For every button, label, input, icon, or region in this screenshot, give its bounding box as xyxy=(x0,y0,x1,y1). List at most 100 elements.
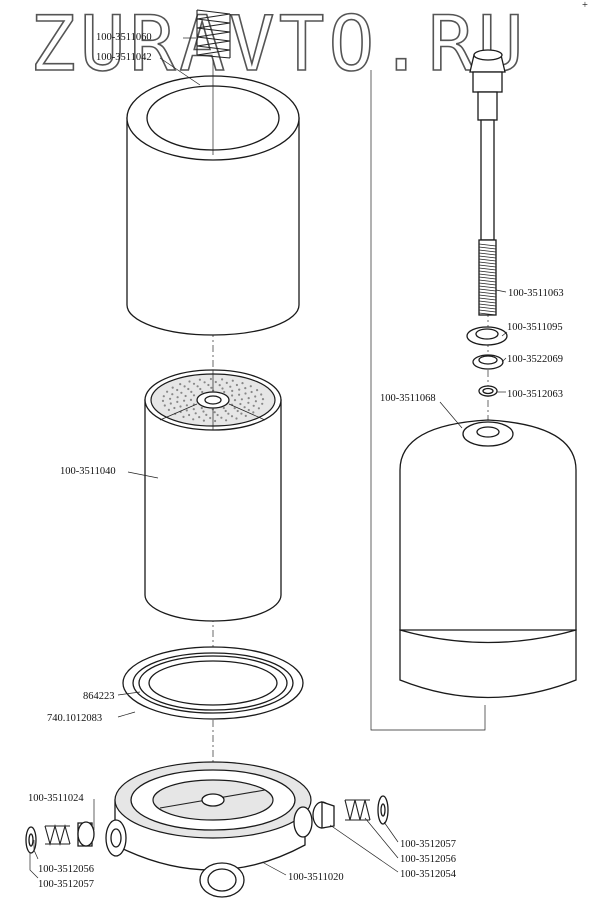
thread-line xyxy=(478,306,497,310)
perforation-dot xyxy=(261,402,264,405)
perforation-dot xyxy=(183,399,186,402)
perforation-dot xyxy=(188,413,191,417)
left-valve-parts xyxy=(25,821,95,854)
perforation-dot xyxy=(192,408,195,411)
perforation-dot xyxy=(202,410,205,413)
label-housing: 100-3511020 xyxy=(288,872,344,883)
perforation-dot xyxy=(254,400,257,403)
perforation-dot xyxy=(257,407,260,410)
perforation-dot xyxy=(240,412,243,415)
thread-line xyxy=(478,291,497,295)
label-gasket-inner: 864223 xyxy=(83,691,115,702)
perforation-dot xyxy=(218,384,221,387)
perforation-dot xyxy=(247,401,250,404)
perforation-dot xyxy=(185,404,188,407)
perforation-dot xyxy=(233,407,236,410)
label-gasket-outer: 740.1012083 xyxy=(47,713,102,724)
perforation-dot xyxy=(189,398,193,401)
label-cap: 100-3511068 xyxy=(380,393,436,404)
perforation-dot xyxy=(214,380,217,384)
label-bolt-oring: 100-3512063 xyxy=(507,389,563,400)
perforation-dot xyxy=(244,387,247,390)
perforation-dot xyxy=(192,382,196,385)
label-left-washer: 100-3512057 xyxy=(38,879,94,890)
perforation-dot xyxy=(222,406,225,410)
thread-line xyxy=(478,252,497,256)
label-left-spring: 100-3512056 xyxy=(38,864,94,875)
perforation-dot xyxy=(198,378,201,381)
perforation-dot xyxy=(231,394,234,397)
label-bolt: 100-3511063 xyxy=(508,288,564,299)
perforation-dot xyxy=(244,392,247,395)
perforation-dot xyxy=(216,413,219,417)
perforation-dot xyxy=(225,381,228,384)
perforation-dot xyxy=(205,413,208,416)
thread-line xyxy=(478,273,497,277)
thread-line xyxy=(478,303,497,307)
perforation-dot xyxy=(239,402,242,406)
perforation-dot xyxy=(203,381,206,384)
perforation-dot xyxy=(209,377,212,381)
element-perforations xyxy=(161,377,265,423)
perforation-dot xyxy=(194,412,197,415)
leader-lines xyxy=(29,37,508,879)
right-valve-parts xyxy=(312,795,389,829)
thread-line xyxy=(478,249,497,253)
assembly-guide-line xyxy=(370,70,486,731)
perforation-dot xyxy=(201,390,204,394)
perforation-dot xyxy=(223,390,226,394)
perforation-dot xyxy=(230,415,234,418)
perforation-dot xyxy=(169,397,172,400)
perforation-dot xyxy=(225,419,228,422)
thread-line xyxy=(478,255,497,259)
label-right-washer: 100-3512057 xyxy=(400,839,456,850)
perforation-dot xyxy=(213,411,216,414)
perforation-dot xyxy=(254,395,257,398)
perforation-dot xyxy=(250,390,253,394)
perforation-dot xyxy=(188,380,191,383)
perforation-dot xyxy=(241,382,244,385)
perforation-dot xyxy=(229,385,232,388)
perforation-dot xyxy=(235,417,238,420)
perforation-dot xyxy=(238,388,241,391)
perforation-dot xyxy=(192,418,195,421)
bolt-washer xyxy=(466,326,508,346)
filter-element xyxy=(144,369,282,622)
perforation-dot xyxy=(185,409,188,412)
filter-housing xyxy=(105,761,313,898)
perforation-dot xyxy=(209,416,212,420)
bolt-oring xyxy=(478,385,498,397)
perforation-dot xyxy=(252,404,255,407)
label-cup-top: 100-3511042 xyxy=(96,52,152,63)
label-spring-top: 100-3511060 xyxy=(96,32,152,43)
perforation-dot xyxy=(214,419,217,423)
perforation-dot xyxy=(247,397,250,400)
thread-line xyxy=(478,276,497,280)
perforation-dot xyxy=(162,395,165,398)
perforation-dot xyxy=(167,408,170,411)
thread-line xyxy=(478,285,497,289)
thread-line xyxy=(478,267,497,271)
thread-line xyxy=(478,297,497,301)
perforation-dot xyxy=(260,393,263,396)
thread-line xyxy=(478,282,497,286)
perforation-dot xyxy=(166,390,169,393)
perforation-dot xyxy=(169,402,172,405)
perforation-dot xyxy=(256,389,259,392)
perforation-dot xyxy=(244,414,247,417)
perforation-dot xyxy=(224,409,227,413)
perforation-dot xyxy=(176,400,179,403)
perforation-dot xyxy=(182,415,185,418)
perforation-dot xyxy=(231,379,234,382)
perforation-dot xyxy=(236,409,239,413)
perforation-dot xyxy=(163,404,166,407)
watermark-text: ZURAVTO.RU xyxy=(30,0,528,88)
perforation-dot xyxy=(161,399,165,402)
thread-line xyxy=(478,288,497,292)
perforation-dot xyxy=(207,383,210,387)
perforation-dot xyxy=(243,406,246,409)
perforation-dot xyxy=(171,386,174,389)
top-spring xyxy=(196,9,231,59)
perforation-dot xyxy=(220,416,223,419)
